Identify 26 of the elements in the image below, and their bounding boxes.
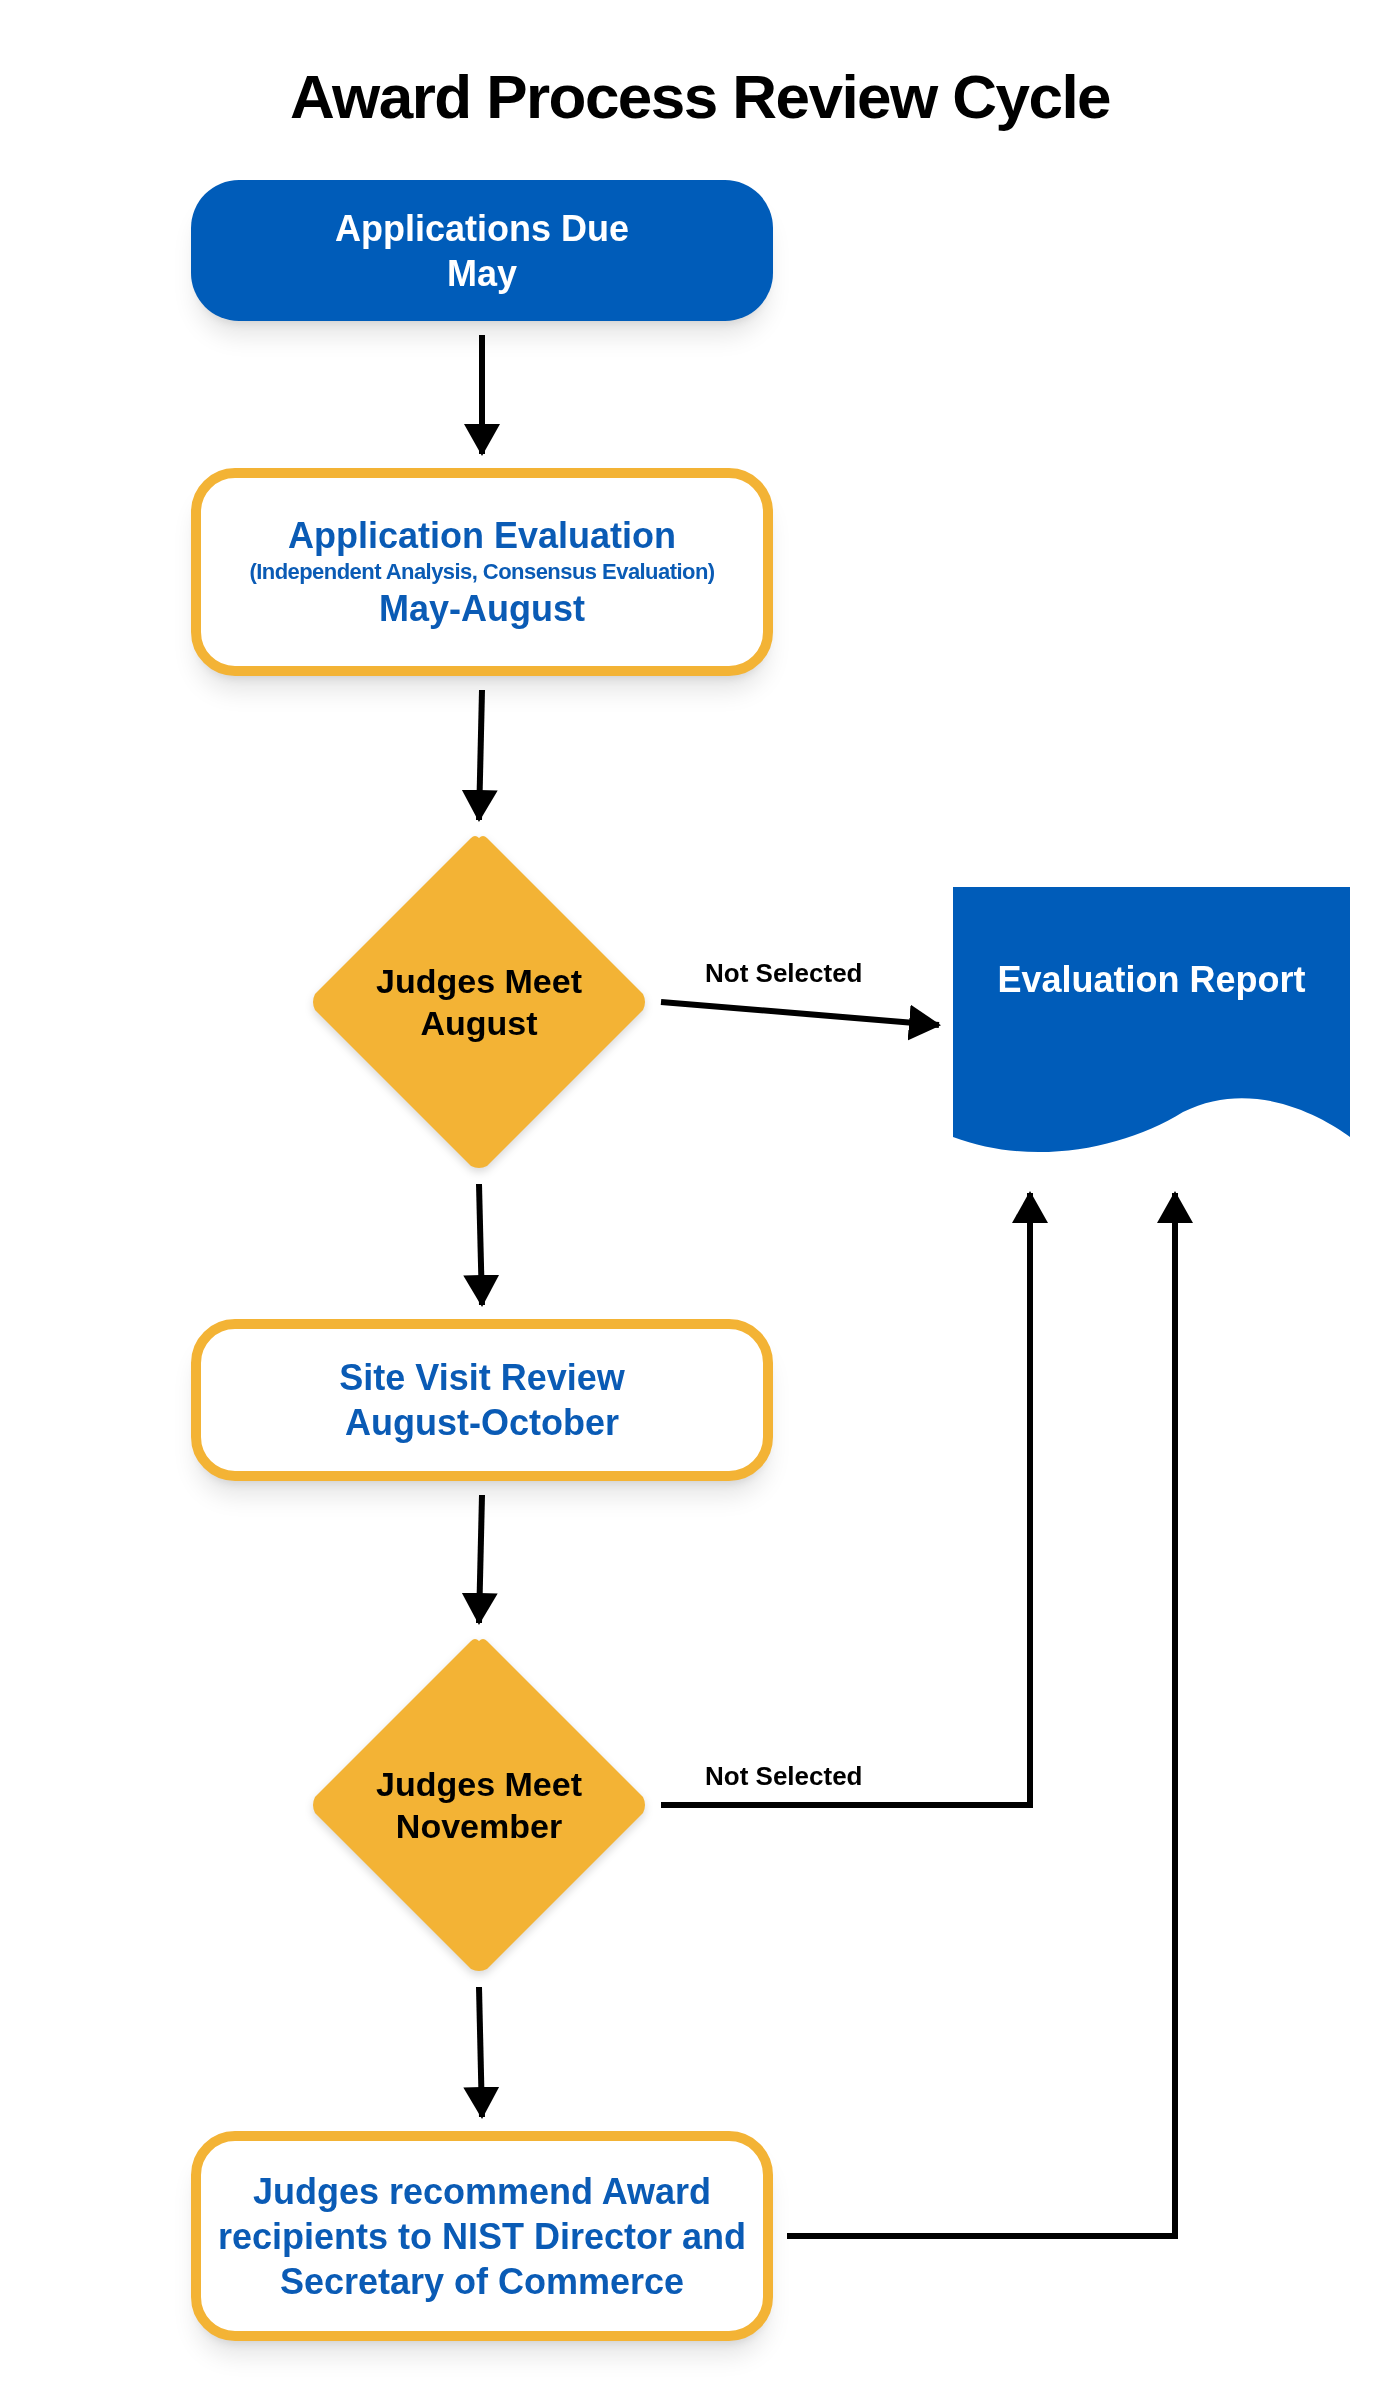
arrow xyxy=(463,1986,500,2119)
node-label: Judges Meet xyxy=(376,960,582,1002)
node-label: Applications Due xyxy=(335,206,629,251)
start-terminal xyxy=(191,180,773,321)
node-label: November xyxy=(395,1806,563,1847)
process-box xyxy=(191,468,773,676)
node-label: Application Evaluation xyxy=(287,514,676,559)
process-box xyxy=(191,2131,773,2341)
arrow xyxy=(661,1191,1048,1808)
node-label: Judges Meet xyxy=(376,1763,582,1805)
node-label: Evaluation Report xyxy=(997,958,1306,1002)
node-label: Site Visit Review xyxy=(339,1356,625,1400)
node-label: May-August xyxy=(379,586,585,631)
arrow xyxy=(660,999,941,1041)
process-box xyxy=(191,1319,773,1481)
subtitle-text: (Independent Analysis, Consensus Evaluation) xyxy=(249,558,715,586)
node-label: May xyxy=(447,251,517,296)
arrow xyxy=(461,1494,498,1625)
title: Award Process Review Cycle xyxy=(288,61,1112,133)
arrow xyxy=(787,1191,1193,2239)
node-label: August-October xyxy=(345,1401,619,1445)
node-label: August xyxy=(420,1003,538,1044)
node-label: Judges recommend Award recipients to NIST Director and Secretary of Commerce xyxy=(216,2169,748,2304)
arrow xyxy=(464,335,500,456)
arrow xyxy=(461,689,498,822)
arrow xyxy=(463,1183,500,1307)
